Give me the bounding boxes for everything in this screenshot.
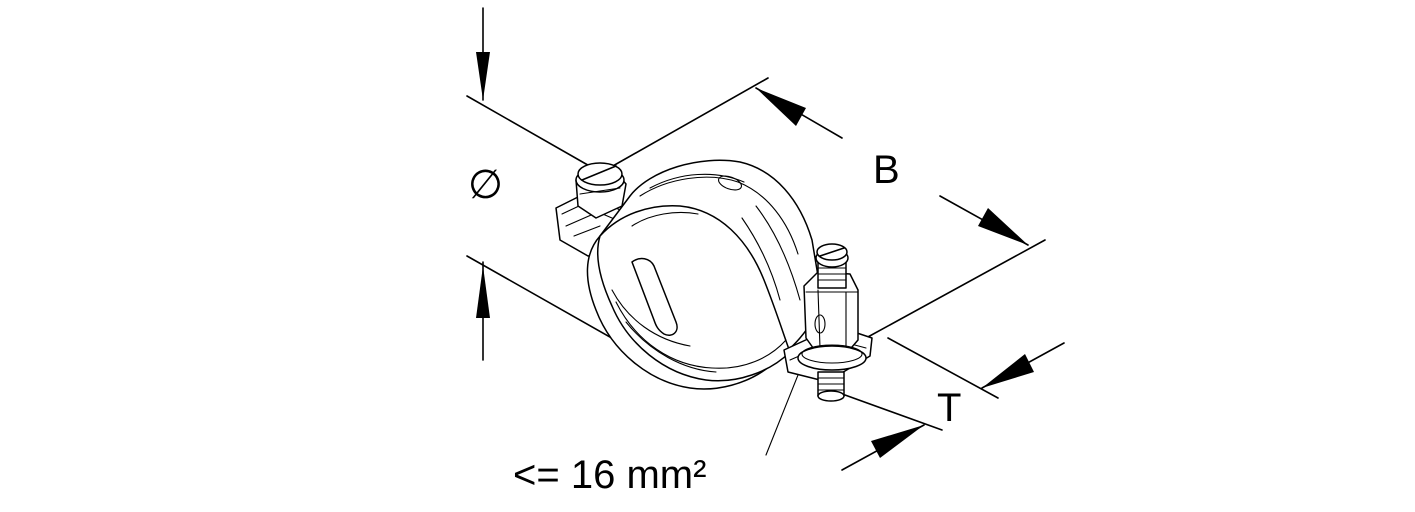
- diameter-dimension: [476, 7, 490, 361]
- left-screw: [575, 162, 627, 219]
- thickness-dimension: [841, 337, 1065, 471]
- diameter-label: ∅: [468, 163, 503, 207]
- thickness-label: T: [937, 386, 961, 430]
- cable-section-label: <= 16 mm²: [513, 453, 706, 497]
- clamp-slot: [631, 257, 678, 336]
- pipe-clamp: [555, 159, 873, 390]
- width-label: B: [873, 148, 900, 192]
- clamp-marking: [717, 175, 743, 191]
- right-screw: [797, 243, 867, 402]
- width-dimension: [603, 77, 1046, 339]
